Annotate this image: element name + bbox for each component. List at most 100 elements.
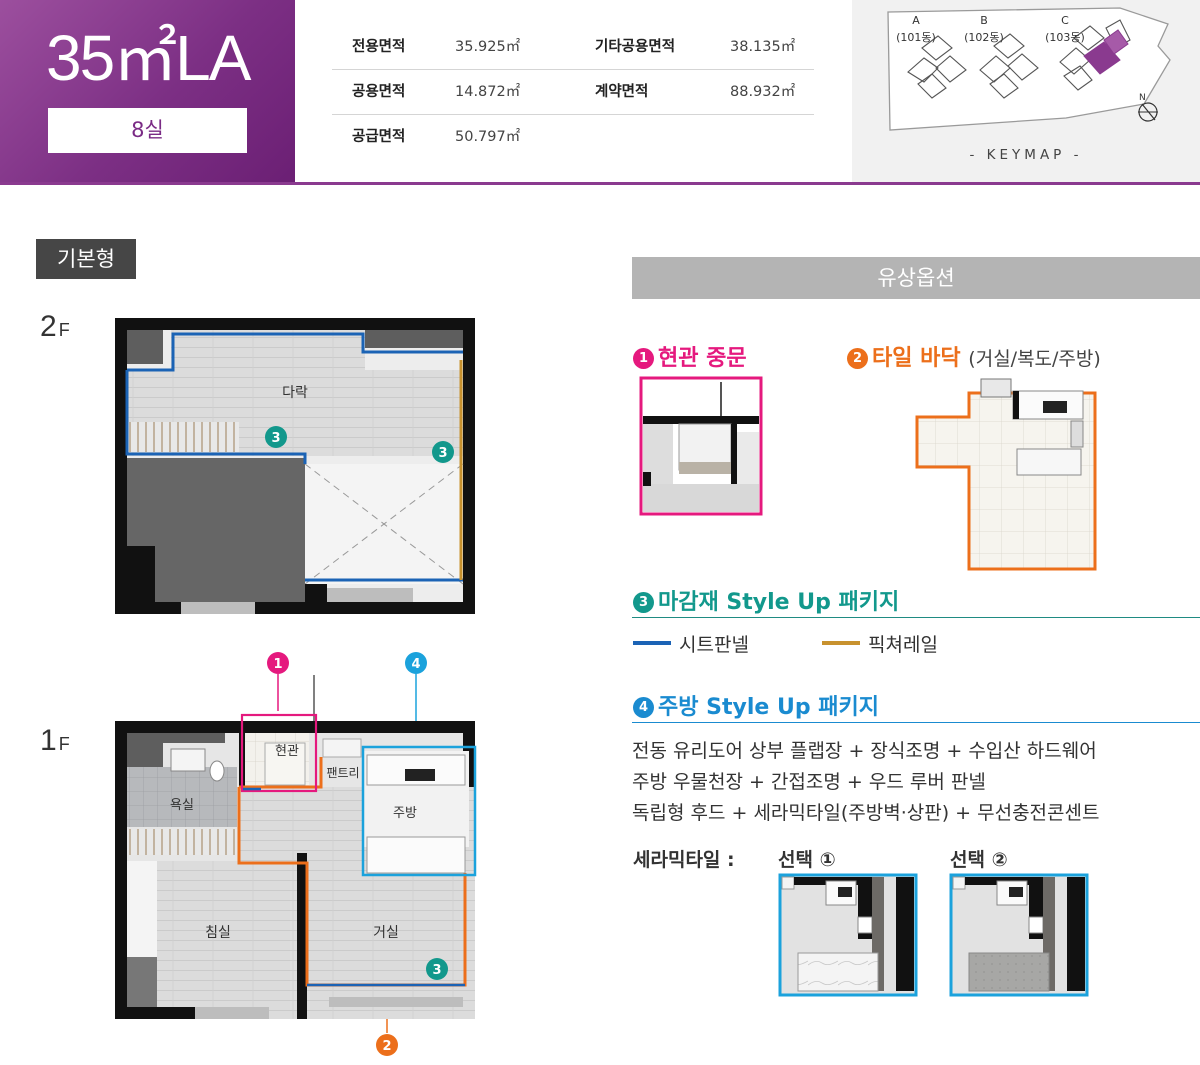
- room-label-kitchen: 주방: [393, 806, 417, 821]
- cooktop: [405, 769, 435, 781]
- room-label-loft: 다락: [282, 385, 308, 401]
- legend-swatch-gold: [822, 641, 860, 645]
- open-to-below-line: [304, 463, 464, 585]
- option1-number: 1: [633, 348, 654, 369]
- void-below: [127, 458, 305, 602]
- marker-1-number: 1: [273, 657, 282, 672]
- wall: [127, 546, 155, 602]
- marker-1: [267, 652, 289, 674]
- unit-type-title: 35㎡LA: [46, 22, 251, 94]
- area-label: 공용면적: [352, 84, 406, 100]
- stairs: [127, 829, 239, 855]
- floor-number: 2: [40, 310, 57, 343]
- bedroom-floor: [157, 861, 297, 1007]
- marker-2: [376, 1034, 398, 1056]
- floor-number: 1: [40, 724, 57, 757]
- area-value: 35.925㎡: [455, 39, 521, 55]
- marker-3-number: 3: [271, 431, 280, 446]
- description-line: 독립형 후드 + 세라믹타일(주방벽·상판) + 무선충전콘센트: [632, 802, 1100, 824]
- window: [181, 602, 255, 614]
- kitchen-island: [366, 836, 466, 874]
- floor-suffix: F: [58, 320, 70, 340]
- building-b-name: (102동): [964, 31, 1004, 44]
- unit-type-panel: 35㎡LA 8실: [0, 0, 295, 184]
- legend-label: 픽쳐레일: [868, 634, 938, 656]
- sheet-panel-line: [125, 370, 307, 464]
- area-label: 계약면적: [595, 84, 649, 100]
- legend-picture-rail: 픽쳐레일: [822, 630, 938, 657]
- tile-floor-outline: [237, 787, 467, 987]
- paid-options-header: 유상옵션: [632, 257, 1200, 299]
- toilet: [209, 760, 225, 782]
- building-a-outline: [907, 35, 967, 99]
- choice1-label: 선택 ①: [778, 849, 836, 871]
- floor-suffix: F: [58, 734, 70, 754]
- tile-floor-image: [915, 378, 1097, 571]
- closet: [127, 957, 157, 1007]
- option2-number: 2: [847, 348, 868, 369]
- marker-3-number: 3: [438, 446, 447, 461]
- legend-label: 시트판넬: [679, 634, 749, 656]
- area-label: 전용면적: [352, 39, 406, 55]
- kitchen-package-outline: [361, 745, 477, 877]
- area-value: 88.932㎡: [730, 84, 796, 100]
- pantry-cabinet: [322, 738, 362, 758]
- compass-north-label: N: [1139, 93, 1146, 103]
- keymap-site-map: A (101동) B (102동) C (103동) N: [887, 7, 1171, 131]
- description-line: 전동 유리도어 상부 플랩장 + 장식조명 + 수입산 하드웨어: [632, 740, 1097, 762]
- entrance-door-outline: [240, 713, 318, 793]
- option2-title-text: 타일 바닥: [872, 346, 961, 371]
- option2-subtitle: (거실/복도/주방): [968, 348, 1101, 370]
- column: [127, 733, 163, 767]
- room-label-entrance: 현관: [275, 744, 299, 759]
- option1-title-text: 현관 중문: [658, 346, 747, 371]
- option4-number: 4: [633, 697, 654, 718]
- compass-icon: N: [1138, 93, 1158, 122]
- highlighted-unit: [1103, 29, 1129, 55]
- area-row: 공급면적 50.797㎡: [332, 114, 814, 160]
- building-a-name: (101동): [896, 31, 936, 44]
- column: [365, 330, 463, 348]
- header-underline: [0, 182, 1200, 185]
- window: [195, 1007, 269, 1019]
- choice2-image: [949, 873, 1089, 997]
- column: [127, 330, 163, 364]
- choice2-label: 선택 ②: [950, 849, 1008, 871]
- option4-title-text: 주방 Style Up 패키지: [658, 695, 879, 720]
- row-divider: [332, 69, 814, 70]
- section-divider: [632, 617, 1200, 618]
- basic-type-tag: 기본형: [36, 239, 136, 279]
- marker-4: [405, 652, 427, 674]
- choice1-image: [778, 873, 918, 997]
- building-c-name: (103동): [1045, 31, 1085, 44]
- bath-sink: [170, 748, 206, 772]
- row-divider: [332, 114, 814, 115]
- building-b-letter: B: [980, 14, 988, 27]
- option3-title-text: 마감재 Style Up 패키지: [658, 590, 900, 615]
- window: [327, 588, 413, 602]
- area-value: 38.135㎡: [730, 39, 796, 55]
- marker-4-number: 4: [411, 657, 420, 672]
- room-label-bath: 욕실: [170, 798, 194, 813]
- keymap-label: - KEYMAP -: [969, 147, 1083, 163]
- area-row: 공용면적 14.872㎡ 계약면적 88.932㎡: [332, 69, 814, 115]
- wall: [297, 853, 307, 1019]
- room-label-living: 거실: [373, 925, 399, 941]
- area-label: 기타공용면적: [595, 39, 676, 55]
- marker-3: [265, 426, 287, 448]
- marker-3: [432, 441, 454, 463]
- marker-2-number: 2: [382, 1039, 391, 1054]
- description-line: 주방 우물천장 + 간접조명 + 우드 루버 판넬: [632, 771, 986, 793]
- unit-count-badge: 8실: [48, 108, 247, 153]
- kitchen-package-description: 전동 유리도어 상부 플랩장 + 장식조명 + 수입산 하드웨어 주방 우물천장…: [632, 736, 1192, 829]
- legend-swatch-blue: [633, 641, 671, 645]
- marker-3-number: 3: [432, 963, 441, 978]
- area-label: 공급면적: [352, 129, 406, 145]
- legend-sheet-panel: 시트판넬: [633, 630, 749, 657]
